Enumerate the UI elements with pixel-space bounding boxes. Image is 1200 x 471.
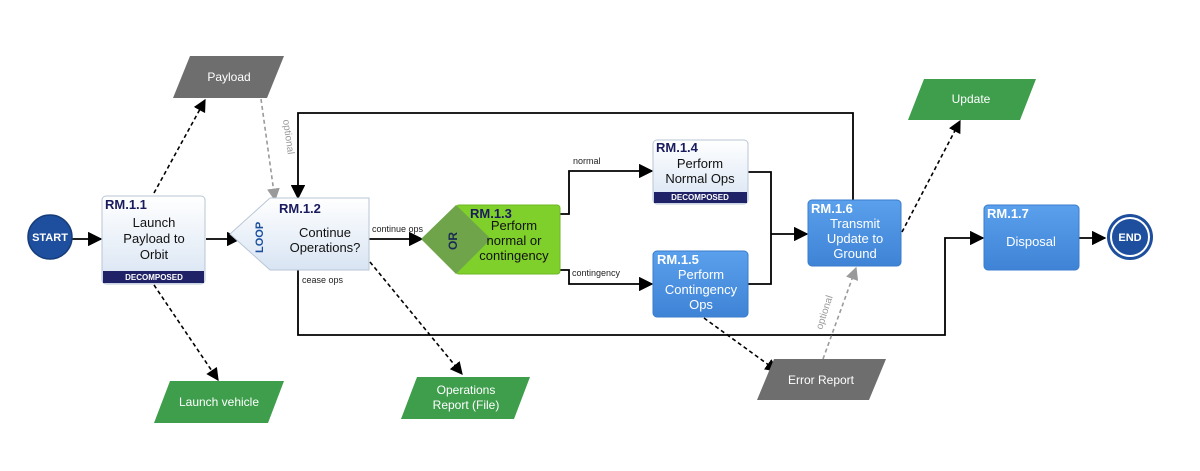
rm15-title-line1: Perform — [678, 267, 724, 282]
rm14-id: RM.1.4 — [656, 140, 699, 155]
io-ops-report-line2: Report (File) — [433, 398, 500, 412]
edge-label-continue-ops: continue ops — [372, 224, 424, 234]
rm16-id: RM.1.6 — [811, 201, 853, 216]
function-rm17[interactable]: RM.1.7 Disposal — [983, 204, 1080, 271]
dataflow-rm11-launch-vehicle — [153, 284, 219, 382]
end-node[interactable]: END — [1107, 214, 1153, 260]
io-operations-report[interactable]: Operations Report (File) — [401, 377, 530, 419]
rm11-title-line1: Launch — [133, 215, 176, 230]
edge-label-optional-payload: optional — [280, 119, 296, 155]
rm13-title-line3: contingency — [479, 248, 549, 263]
start-node[interactable]: START — [27, 214, 73, 260]
rm17-id: RM.1.7 — [987, 206, 1029, 221]
control-flow-edges — [71, 112, 1107, 336]
io-launch-vehicle-label: Launch vehicle — [179, 395, 259, 409]
rm16-title-line3: Ground — [833, 246, 876, 261]
end-label: END — [1118, 232, 1141, 244]
rm15-title-line3: Ops — [689, 297, 713, 312]
dataflow-error-report-rm16 — [822, 266, 859, 360]
dataflow-payload-rm12 — [260, 98, 280, 202]
rm16-title-line1: Transmit — [830, 216, 880, 231]
edge-loop-back — [290, 112, 854, 200]
io-update-label: Update — [952, 92, 991, 106]
rm12-id: RM.1.2 — [279, 201, 321, 216]
dataflow-rm12-ops-report — [369, 261, 463, 375]
function-rm12-loop[interactable]: LOOP RM.1.2 Continue Operations? — [229, 197, 370, 271]
rm11-badge-label: DECOMPOSED — [125, 273, 183, 282]
rm12-loop-label: LOOP — [254, 222, 266, 253]
rm14-badge-label: DECOMPOSED — [671, 193, 729, 202]
edge-rm14-join — [748, 171, 772, 234]
dataflow-rm15-error-report — [703, 317, 779, 372]
io-payload-label: Payload — [207, 70, 250, 84]
rm13-or-label: OR — [446, 232, 460, 250]
data-flow-edges — [153, 98, 961, 382]
function-rm11[interactable]: RM.1.1 Launch Payload to Orbit DECOMPOSE… — [101, 195, 206, 285]
edge-label-contingency: contingency — [572, 268, 621, 278]
io-error-report-label: Error Report — [788, 373, 855, 387]
rm13-title-line1: Perform — [491, 218, 537, 233]
edge-cease-ops-rm17 — [297, 230, 985, 336]
io-update[interactable]: Update — [908, 79, 1036, 120]
rm15-id: RM.1.5 — [657, 252, 699, 267]
io-payload[interactable]: Payload — [173, 56, 284, 98]
edge-label-normal: normal — [573, 156, 601, 166]
rm16-title-line2: Update to — [827, 231, 883, 246]
dataflow-rm16-update — [901, 119, 961, 233]
edge-rm13-rm15 — [560, 269, 654, 292]
function-rm13-or[interactable]: OR RM.1.3 Perform normal or contingency — [421, 204, 561, 275]
rm15-title-line2: Contingency — [665, 282, 738, 297]
edge-label-cease-ops: cease ops — [302, 275, 344, 285]
io-ops-report-line1: Operations — [437, 383, 496, 397]
rm11-id: RM.1.1 — [105, 197, 147, 212]
edge-label-optional-error: optional — [814, 294, 835, 331]
edge-rm13-rm14 — [560, 163, 654, 215]
rm14-badge — [654, 192, 747, 203]
rm12-title-line1: Continue — [299, 225, 351, 240]
rm14-title-line1: Perform — [677, 156, 723, 171]
edge-rm15-join — [748, 234, 772, 285]
rm13-id: RM.1.3 — [470, 206, 512, 221]
io-launch-vehicle[interactable]: Launch vehicle — [154, 381, 284, 423]
rm17-title-line1: Disposal — [1006, 234, 1056, 249]
start-label: START — [32, 232, 68, 244]
rm12-title-line2: Operations? — [290, 240, 361, 255]
dataflow-rm11-payload — [153, 98, 206, 194]
rm11-badge — [103, 271, 204, 283]
rm11-title-line3: Orbit — [140, 247, 169, 262]
io-error-report[interactable]: Error Report — [757, 359, 886, 400]
rm14-title-line2: Normal Ops — [665, 171, 735, 186]
function-rm15[interactable]: RM.1.5 Perform Contingency Ops — [652, 250, 749, 318]
function-rm14[interactable]: RM.1.4 Perform Normal Ops DECOMPOSED — [652, 139, 749, 205]
rm11-title-line2: Payload to — [123, 231, 184, 246]
rm13-title-line2: normal or — [487, 233, 543, 248]
function-rm16[interactable]: RM.1.6 Transmit Update to Ground — [807, 199, 902, 267]
